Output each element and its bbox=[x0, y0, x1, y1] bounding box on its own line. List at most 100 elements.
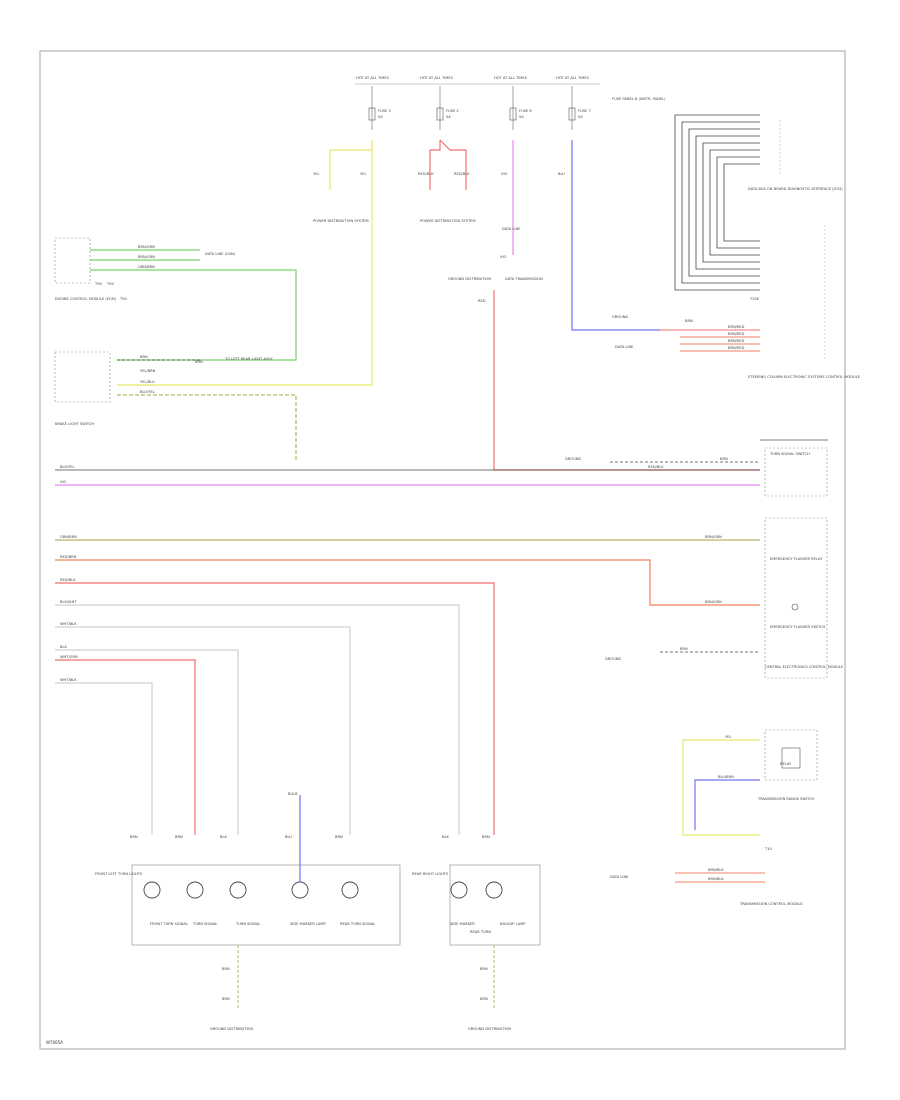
lamp-name-4: SIDE MARKER LAMP bbox=[290, 922, 326, 926]
gateway-ground: GROUND bbox=[612, 315, 628, 319]
lamp-top-4: BLU bbox=[285, 835, 292, 839]
power-dist-left: POWER DISTRIBUTION SYSTEM bbox=[313, 219, 369, 223]
fuse-2: FUSE 2 5A bbox=[436, 86, 459, 130]
lamp-gnd-wire-1: BRN bbox=[222, 967, 230, 971]
fuse-4: FUSE 7 5A bbox=[568, 86, 591, 130]
lamp-4 bbox=[291, 881, 309, 899]
wire-yellow-main bbox=[117, 140, 373, 386]
fuse-1-name: FUSE 3 bbox=[378, 109, 391, 113]
fuse-4-amps: 5A bbox=[578, 115, 583, 119]
brake-ground-wire: BRN bbox=[195, 360, 203, 364]
gateway-pin-3: BRN/RED bbox=[728, 332, 745, 336]
red-note: RED bbox=[478, 299, 486, 303]
turn-switch-wire-b: RED/BLK bbox=[648, 465, 664, 469]
fuse-3-name: FUSE 6 bbox=[519, 109, 532, 113]
lamp-gnd-wire-2: BRN bbox=[222, 997, 230, 1001]
fuse-2-amps: 5A bbox=[446, 115, 451, 119]
fuse-1: FUSE 3 5A bbox=[368, 86, 391, 130]
brake-wire-4: BLU/YEL bbox=[140, 390, 155, 394]
trans-module: RELAY YEL BLU/BRN TRANSMISSION RANGE SWI… bbox=[610, 729, 818, 906]
lamp-top-5: BRN bbox=[335, 835, 343, 839]
lamp-top-2: BRN bbox=[175, 835, 183, 839]
gateway-module: DATA BUS ON BOARD DIAGNOSTIC INTERFACE (… bbox=[612, 114, 861, 379]
trans-module-label: TRANSMISSION CONTROL MODULE bbox=[739, 902, 803, 906]
ecm-pin-1: T94 bbox=[94, 282, 102, 286]
lamp-gnd-left: GROUND DISTRIBUTION bbox=[210, 1027, 253, 1031]
hazard-bus-wire: BRN/GRN bbox=[705, 535, 722, 539]
lamp-gnd-right: GROUND DISTRIBUTION bbox=[468, 1027, 511, 1031]
turn-switch-title: TURN SIGNAL SWITCH bbox=[769, 452, 810, 456]
lamp-name-7: REAR TURN bbox=[470, 930, 491, 934]
lamp-3 bbox=[229, 881, 247, 899]
gateway-pin-5: BRN/RED bbox=[728, 346, 745, 350]
lamp-top-7: BRN bbox=[482, 835, 490, 839]
wire-red-a bbox=[429, 140, 441, 190]
lamp-top-3: BLK bbox=[220, 835, 227, 839]
lamp-group-front: FRONT LEFT TURN LIGHTS BRN BRN BLK BLU B… bbox=[95, 792, 401, 1031]
hazard-ground-wire: BRN bbox=[680, 647, 688, 651]
bus-label-8: BLK bbox=[60, 645, 67, 649]
fuse-3: FUSE 6 5A bbox=[509, 86, 532, 130]
gateway-module-label: STEERING COLUMN ELECTRONIC SYSTEMS CONTR… bbox=[748, 375, 861, 379]
fuse-4-name: FUSE 7 bbox=[578, 109, 591, 113]
fuse-hot-label-2: HOT AT ALL TIMES bbox=[420, 76, 454, 80]
lamp-6 bbox=[450, 881, 468, 899]
wire-label-w1: YEL bbox=[313, 172, 319, 176]
trans-wire-b: BLU/BRN bbox=[718, 775, 734, 779]
ecm-module: ENGINE CONTROL MODULE (ECM) BRN/GRN BRN/… bbox=[54, 237, 297, 361]
fuse-hot-label-1: HOT AT ALL TIMES bbox=[356, 76, 390, 80]
violet-note: VIO bbox=[500, 255, 507, 259]
fuse-1-amps: 5A bbox=[378, 115, 383, 119]
lamp-bulb-ref: BULB bbox=[288, 792, 298, 796]
bus-label-5: RED/BLK bbox=[60, 578, 76, 582]
turn-switch-ground: GROUND bbox=[565, 457, 581, 461]
lamp-name-5: REAR TURN SIGNAL bbox=[340, 922, 375, 926]
wire-label-w6: BLU bbox=[558, 172, 565, 176]
hazard-module: BRN/GRN EMERGENCY FLASHER RELAY BRN/GRN … bbox=[605, 517, 844, 679]
ecm-wire-3: GRN/BRN bbox=[138, 265, 155, 269]
brake-wire-2: YEL/BRN bbox=[140, 369, 156, 373]
data-transmission-label: DATA TRANSMISSION bbox=[505, 277, 543, 281]
lamp-gnd-wire-4: BRN bbox=[480, 997, 488, 1001]
left-bus: BLK/YEL VIO GRN/BRN RED/BRN RED/BLK BLK/… bbox=[55, 465, 760, 835]
right-group-label: REAR RIGHT LIGHTS bbox=[412, 872, 449, 876]
lamp-name-1: FRONT TURN SIGNAL bbox=[150, 922, 188, 926]
bus-label-1: BLK/YEL bbox=[60, 465, 75, 469]
gateway-data-line: DATA LINE bbox=[615, 345, 634, 349]
gateway-pin-1: BRN bbox=[685, 319, 693, 323]
brake-switch-module: BRAKE LIGHT SWITCH BRN BRN TO LEFT REAR … bbox=[54, 351, 297, 460]
turn-switch-module: TURN SIGNAL SWITCH GROUND BRN RED/BLK bbox=[565, 439, 828, 497]
lamp-top-1: BRN bbox=[130, 835, 138, 839]
wire-red-b bbox=[439, 139, 467, 190]
lamp-name-3: TURN SIGNAL bbox=[235, 922, 260, 926]
hazard-module-label: CENTRAL ELECTRONICS CONTROL MODULE bbox=[765, 665, 844, 669]
trans-bottom: T10 bbox=[764, 847, 772, 851]
lamp-name-8: BACKUP LAMP bbox=[500, 922, 526, 926]
lamp-gnd-wire-3: BRN bbox=[480, 967, 488, 971]
gateway-title: DATA BUS ON BOARD DIAGNOSTIC INTERFACE (… bbox=[748, 187, 843, 191]
hazard-switch: EMERGENCY FLASHER SWITCH bbox=[770, 625, 826, 629]
bus-label-4: RED/BRN bbox=[60, 555, 77, 559]
turn-switch-wire-a: BRN bbox=[720, 457, 728, 461]
fuse-2-name: FUSE 2 bbox=[446, 109, 459, 113]
ecm-wire-2: BRN/GRN bbox=[138, 255, 155, 259]
fuse-panel: HOT AT ALL TIMES HOT AT ALL TIMES HOT AT… bbox=[355, 76, 666, 130]
wire-label-w4: RED/BLK bbox=[454, 172, 470, 176]
figure-code: W7005A bbox=[46, 1040, 63, 1045]
front-group-label: FRONT LEFT TURN LIGHTS bbox=[95, 872, 143, 876]
ground-distribution-label: GROUND DISTRIBUTION bbox=[448, 277, 491, 281]
trans-pin-2: BRN/BLK bbox=[708, 877, 724, 881]
gateway-pin-4: BRN/RED bbox=[728, 339, 745, 343]
lamp-name-2: TURN SIGNAL bbox=[192, 922, 217, 926]
brake-wire-3: YEL/BLU bbox=[140, 380, 155, 384]
ecm-dest: DATA LINE (CAN) bbox=[205, 252, 236, 256]
bus-label-7: WHT/BLK bbox=[60, 622, 77, 626]
fuse-3-amps: 5A bbox=[519, 115, 524, 119]
ecm-pin-2: T94 bbox=[106, 282, 114, 286]
lamp-top-6: BLK bbox=[442, 835, 449, 839]
brake-title: BRAKE LIGHT SWITCH bbox=[55, 422, 94, 426]
lamp-1 bbox=[143, 881, 161, 899]
trans-relay: RELAY bbox=[780, 762, 792, 766]
wire-yellow-left bbox=[329, 140, 373, 190]
